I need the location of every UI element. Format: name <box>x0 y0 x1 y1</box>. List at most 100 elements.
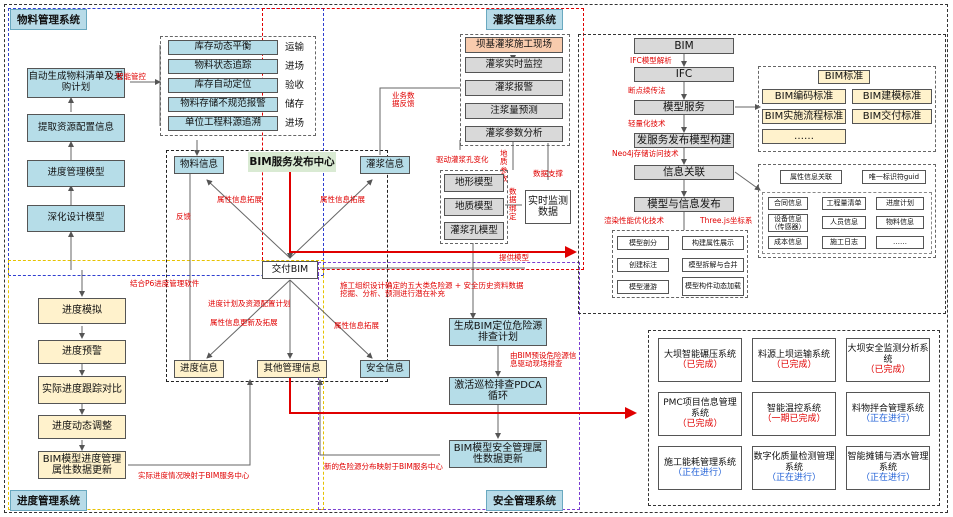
system-card: 大坝智能碾压系统（已完成） <box>658 338 742 382</box>
functions-group <box>612 230 748 298</box>
realtime-monitor-box: 实时监测数据 <box>525 190 571 224</box>
standard-box: …… <box>762 129 846 144</box>
ifc-parse-label: IFC模型解析 <box>630 56 672 65</box>
other-info-box: 其他管理信息 <box>257 360 327 378</box>
system-status: （已完成） <box>677 419 723 430</box>
info-group <box>758 164 936 258</box>
grouting-item-box: 灌浆参数分析 <box>465 126 563 142</box>
systems-region <box>648 330 940 506</box>
grouting-item-box: 注浆量预测 <box>465 103 563 119</box>
progress-map-label: 实际进度情况映射于BIM服务中心 <box>138 471 250 480</box>
render-opt-label: 渲染性能优化技术 <box>604 216 664 225</box>
progress-region-title: 进度管理系统 <box>10 490 87 511</box>
grouting-items-group <box>460 34 570 146</box>
system-card: 施工能耗管理系统（正在进行） <box>658 446 742 490</box>
system-name: 智能摊铺与洒水管理系统 <box>847 452 929 473</box>
info-assoc-node: 信息关联 <box>634 165 734 180</box>
system-card: 大坝安全监测分析系统（已完成） <box>846 338 930 382</box>
system-card: 料源上坝运输系统（已完成） <box>752 338 836 382</box>
data-binding-label: 数据绑定 <box>509 187 517 221</box>
system-card: 智能温控系统（一期已完成） <box>752 392 836 436</box>
progress-item-box: 进度预警 <box>38 340 126 364</box>
system-status: （正在进行） <box>860 473 915 484</box>
threejs-label: Three.js坐标系 <box>700 216 753 225</box>
grouting-region <box>262 8 584 270</box>
feedback-label: 反馈 <box>176 212 191 221</box>
data-feedback-label: 业务数据反馈 <box>392 91 415 109</box>
standard-box: BIM交付标准 <box>852 109 932 124</box>
material-region-title: 物料管理系统 <box>10 9 87 30</box>
material-item-box: 物料存储不规范报警 <box>168 97 278 112</box>
info-cell: 成本信息 <box>768 236 808 249</box>
material-item-tag: 运输 <box>285 42 305 53</box>
system-card: 料物拌合管理系统（正在进行） <box>846 392 930 436</box>
lightweight-label: 轻量化技术 <box>628 119 666 128</box>
progress-item-box: BIM模型进度管理属性数据更新 <box>38 451 126 479</box>
model-info-node: 模型与信息发布 <box>634 197 734 212</box>
resource-config-box: 提取资源配置信息 <box>27 114 125 142</box>
safety-item-box: BIM模型安全管理属性数据更新 <box>449 440 547 468</box>
p6-label: 结合P6进度管理软件 <box>130 279 200 288</box>
info-cell: 进度计划 <box>876 197 924 210</box>
standard-box: BIM编码标准 <box>762 89 846 104</box>
material-plan-box: 自动生成物料清单及采购计划 <box>27 68 125 98</box>
system-status: （正在进行） <box>766 473 821 484</box>
material-item-tag: 进场 <box>285 61 305 72</box>
function-box: 模型构件动态加载 <box>682 277 744 296</box>
material-item-box: 库存自动定位 <box>168 78 278 93</box>
material-items-group <box>160 36 316 136</box>
system-status: （一期已完成） <box>762 414 826 424</box>
system-name: 智能温控系统 <box>766 403 821 414</box>
info-cell: 人员信息 <box>822 216 866 229</box>
attr-update-label: 属性信息更新及拓展 <box>210 318 278 327</box>
system-status: （正在进行） <box>672 468 727 478</box>
progress-item-box: 进度模拟 <box>38 298 126 324</box>
material-item-tag: 储存 <box>285 99 305 110</box>
function-box: 创建标注 <box>617 258 669 272</box>
info-cell: 工程量清单 <box>822 197 866 210</box>
safety-region-title: 安全管理系统 <box>486 490 563 511</box>
standard-box: BIM实施流程标准 <box>762 109 846 124</box>
delivery-bim-box: 交付BIM <box>262 261 318 279</box>
detail-design-box: 深化设计模型 <box>27 205 125 232</box>
info-cell: 物料信息 <box>876 216 924 229</box>
geology-model-box: 地质模型 <box>444 198 504 216</box>
neo4j-label: Neo4j存储访问技术 <box>612 149 679 158</box>
progress-plan-label: 进度计划及资源配置计划 <box>208 299 291 308</box>
info-cell: …… <box>876 236 924 249</box>
material-item-box: 物料状态追踪 <box>168 59 278 74</box>
progress-item-box: 实际进度跟踪对比 <box>38 376 126 404</box>
safety-item-box: 激活巡检排查PDCA循环 <box>449 377 547 405</box>
attr-ext-label: 属性信息拓展 <box>334 321 379 330</box>
grouting-site-box: 坝基灌浆施工现场 <box>465 37 563 53</box>
safety-region <box>318 262 580 510</box>
system-card: 数字化质量检测管理系统（正在进行） <box>752 446 836 490</box>
safety-info-box: 安全信息 <box>360 360 410 378</box>
grouting-hole-model-box: 灌浆孔模型 <box>444 222 504 240</box>
model-service-node: 模型服务 <box>634 100 734 115</box>
standard-box: BIM建模标准 <box>852 89 932 104</box>
terrain-model-box: 地形模型 <box>444 174 504 192</box>
center-title: BIM服务发布中心 <box>248 152 336 172</box>
outer-frame <box>4 4 948 513</box>
system-name: 数字化质量检测管理系统 <box>753 452 835 473</box>
system-status: （已完成） <box>677 360 723 370</box>
function-box: 模型拆解与合并 <box>682 258 744 272</box>
function-box: 构建属性展示 <box>682 236 744 250</box>
material-item-tag: 进场 <box>285 118 305 129</box>
guid-box: 唯一标识符guid <box>862 170 926 184</box>
resume-label: 断点续传法 <box>628 86 666 95</box>
standards-group <box>758 66 936 152</box>
bim-service-region <box>578 34 946 314</box>
safety-drive-label: 由BIM预设危险源信息驱动现场排查 <box>510 351 577 369</box>
info-cell: 合同信息 <box>768 197 808 210</box>
info-cells-group <box>762 192 932 254</box>
material-item-box: 库存动态平衡 <box>168 40 278 55</box>
publish-model-node: 发服务发布模型构建 <box>634 133 734 148</box>
attr-ext-label: 属性信息拓展 <box>320 195 365 204</box>
grouting-info-box: 灌浆信息 <box>360 156 410 174</box>
grouting-item-box: 灌浆报警 <box>465 80 563 96</box>
system-status: （正在进行） <box>860 414 915 424</box>
material-item-box: 单位工程料源追溯 <box>168 116 278 131</box>
